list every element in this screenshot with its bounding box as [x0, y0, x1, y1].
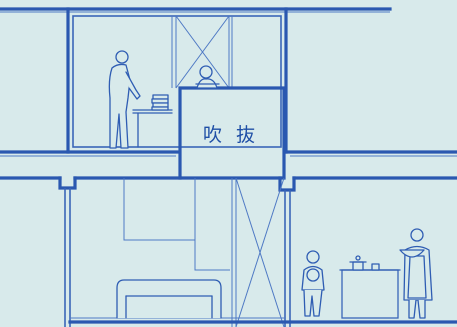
desk: [132, 94, 173, 148]
lower-walls: [64, 177, 291, 327]
upper-walls: [66, 7, 288, 154]
roof-slab: [0, 7, 392, 13]
void-label: 吹 抜: [203, 124, 259, 146]
woman-figure: [399, 228, 433, 319]
standing-man-figure: [108, 50, 141, 149]
kitchen-counter: [339, 255, 401, 319]
child-peeking-figure: [195, 65, 220, 89]
mid-floor-slab: [0, 86, 457, 192]
sofa: [116, 279, 222, 319]
ground-floor: [68, 317, 457, 324]
child-figure: [301, 250, 325, 317]
